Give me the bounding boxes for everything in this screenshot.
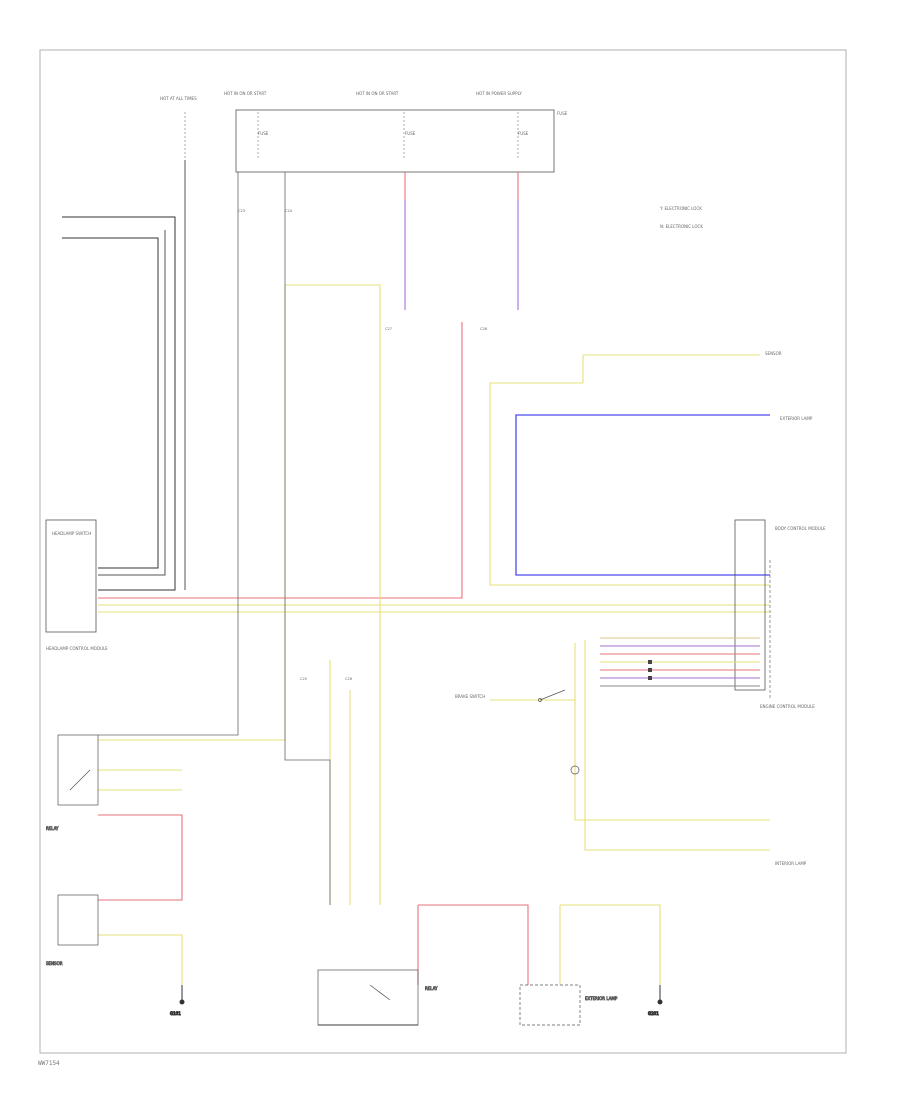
connector-label-4: C26 (345, 677, 353, 681)
left-relay: RELAY (46, 734, 99, 831)
lower-left-sensor-label: SENSOR (46, 961, 63, 966)
connector-label-1: C23 (238, 209, 245, 213)
sensor-label: SENSOR (765, 351, 782, 356)
blue-wire-loop (515, 414, 770, 576)
brake-switch-symbol (538, 689, 580, 775)
fuse-label-3: FUSE (518, 131, 529, 136)
body-control-module: BODY CONTROL MODULE ENGINE CONTROL MODUL… (734, 519, 826, 709)
legend-item-2: N: ELECTRONIC LOCK (660, 224, 703, 229)
ecm-label: ENGINE CONTROL MODULE (760, 704, 815, 709)
bottom-lamp-label: EXTERIOR LAMP (585, 996, 618, 1001)
yellow-wires (98, 284, 770, 985)
exterior-lamp-label: EXTERIOR LAMP (780, 416, 813, 421)
red-wires (98, 172, 529, 985)
purple-wires (404, 200, 519, 310)
legend-item-1: Y: ELECTRONIC LOCK (659, 206, 702, 211)
bottom-relay: RELAY (317, 969, 438, 1026)
headlamp-switch-block: HEADLAMP SWITCH HEADLAMP CONTROL MODULE (45, 519, 108, 651)
left-black-harness (62, 160, 186, 591)
hot-label-2: HOT IN ON OR START (356, 91, 399, 96)
connector-label-6: C28 (480, 327, 488, 331)
hot-label-3: HOT IN POWER SUPPLY (476, 91, 522, 96)
connector-label-3: C25 (300, 677, 307, 681)
grey-wires (98, 172, 331, 905)
hot-label-1: HOT IN ON OR START (224, 91, 267, 96)
ground-symbols: G101 G201 (170, 985, 663, 1017)
connector-label-5: C27 (385, 327, 392, 331)
left-relay-label: RELAY (46, 826, 59, 831)
fuse-box: HOT IN ON OR START HOT IN ON OR START HO… (160, 91, 568, 173)
fuse-label-r: FUSE (557, 111, 568, 116)
diagram-frame (39, 49, 847, 1054)
bottom-relay-label: RELAY (425, 986, 438, 991)
bottom-lamp-block: EXTERIOR LAMP (519, 984, 618, 1026)
ground-label-3: G201 (648, 1011, 659, 1016)
ground-label-1: G101 (170, 1011, 181, 1016)
fuse-label-1: FUSE (258, 131, 269, 136)
headlamp-switch-label: HEADLAMP SWITCH (52, 531, 91, 536)
fuse-label-2: FUSE (405, 131, 416, 136)
sheet-code: WW7154 (38, 1060, 60, 1067)
legend: Y: ELECTRONIC LOCK N: ELECTRONIC LOCK (659, 206, 703, 229)
brake-switch-label: BRAKE SWITCH (455, 694, 485, 699)
hot-label-0: HOT AT ALL TIMES (160, 96, 197, 101)
headlamp-module-label: HEADLAMP CONTROL MODULE (46, 646, 108, 651)
connector-label-2: C24 (285, 209, 293, 213)
interior-lamp-label: INTERIOR LAMP (775, 861, 807, 866)
right-connector-pins (600, 637, 760, 687)
lower-left-sensor: SENSOR (46, 894, 99, 966)
bcm-label: BODY CONTROL MODULE (775, 526, 826, 531)
